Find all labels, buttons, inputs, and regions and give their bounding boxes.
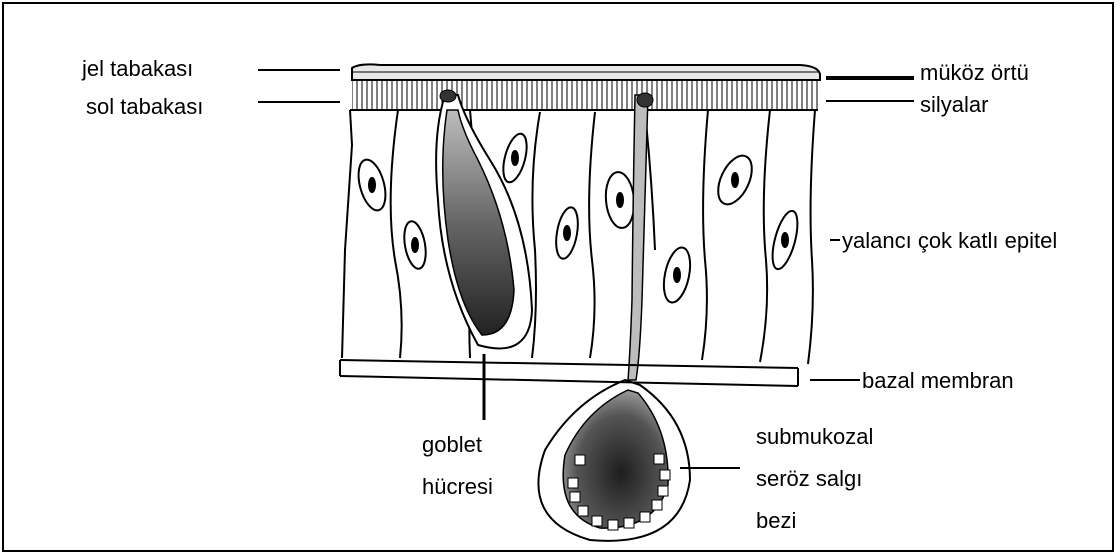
submucosal-gland	[538, 93, 690, 541]
label-yalanci-epitel: yalancı çok katlı epitel	[842, 228, 1057, 253]
label-jel-tabakasi: jel tabakası	[81, 56, 193, 81]
label-goblet-line2: hücresi	[422, 474, 493, 499]
label-submukozal-line2: seröz salgı	[756, 466, 862, 491]
gel-layer	[352, 64, 820, 80]
cell-nuclei	[354, 131, 803, 305]
label-mukoz-ortu: müköz örtü	[920, 60, 1029, 85]
label-silyalar: silyalar	[920, 92, 988, 117]
label-submukozal-line3: bezi	[756, 508, 796, 533]
epithelial-cells	[342, 110, 815, 364]
label-sol-tabakasi: sol tabakası	[86, 94, 203, 119]
label-submukozal-line1: submukozal	[756, 424, 873, 449]
label-bazal-membran: bazal membran	[862, 368, 1014, 393]
basal-membrane	[340, 360, 798, 386]
goblet-cell	[436, 90, 532, 348]
sol-layer-cilia	[350, 80, 818, 110]
label-goblet-line1: goblet	[422, 432, 482, 457]
